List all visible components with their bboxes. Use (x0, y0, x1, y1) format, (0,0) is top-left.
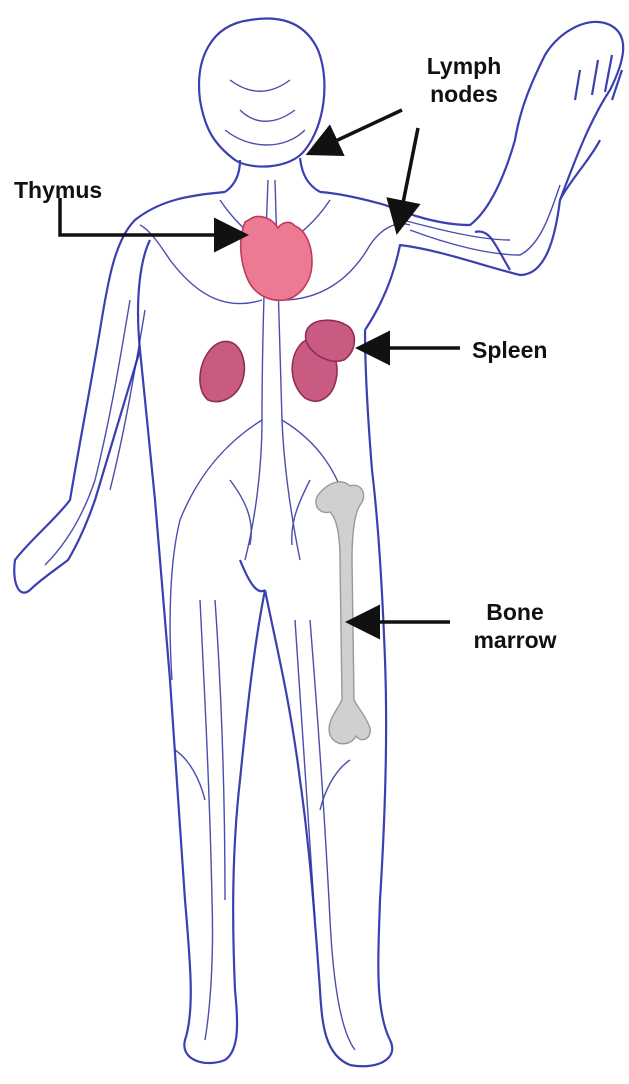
lymph-vessels-icon (45, 80, 560, 1050)
label-bone-line2: marrow (455, 626, 575, 654)
label-bone-line1: Bone (455, 598, 575, 626)
femur-bone-icon (316, 482, 370, 744)
thymus-organ-icon (241, 216, 312, 300)
label-lymph-line1: Lymph (404, 52, 524, 80)
spleen-organ-icon (200, 320, 354, 401)
label-spleen: Spleen (472, 336, 547, 364)
label-arrows (60, 110, 460, 622)
label-thymus: Thymus (14, 176, 102, 204)
label-lymph-line2: nodes (404, 80, 524, 108)
human-body-icon (14, 19, 623, 1067)
label-lymph-nodes: Lymph nodes (404, 52, 524, 108)
arrow-lymph-neck (312, 110, 402, 152)
label-bone-marrow: Bone marrow (455, 598, 575, 654)
